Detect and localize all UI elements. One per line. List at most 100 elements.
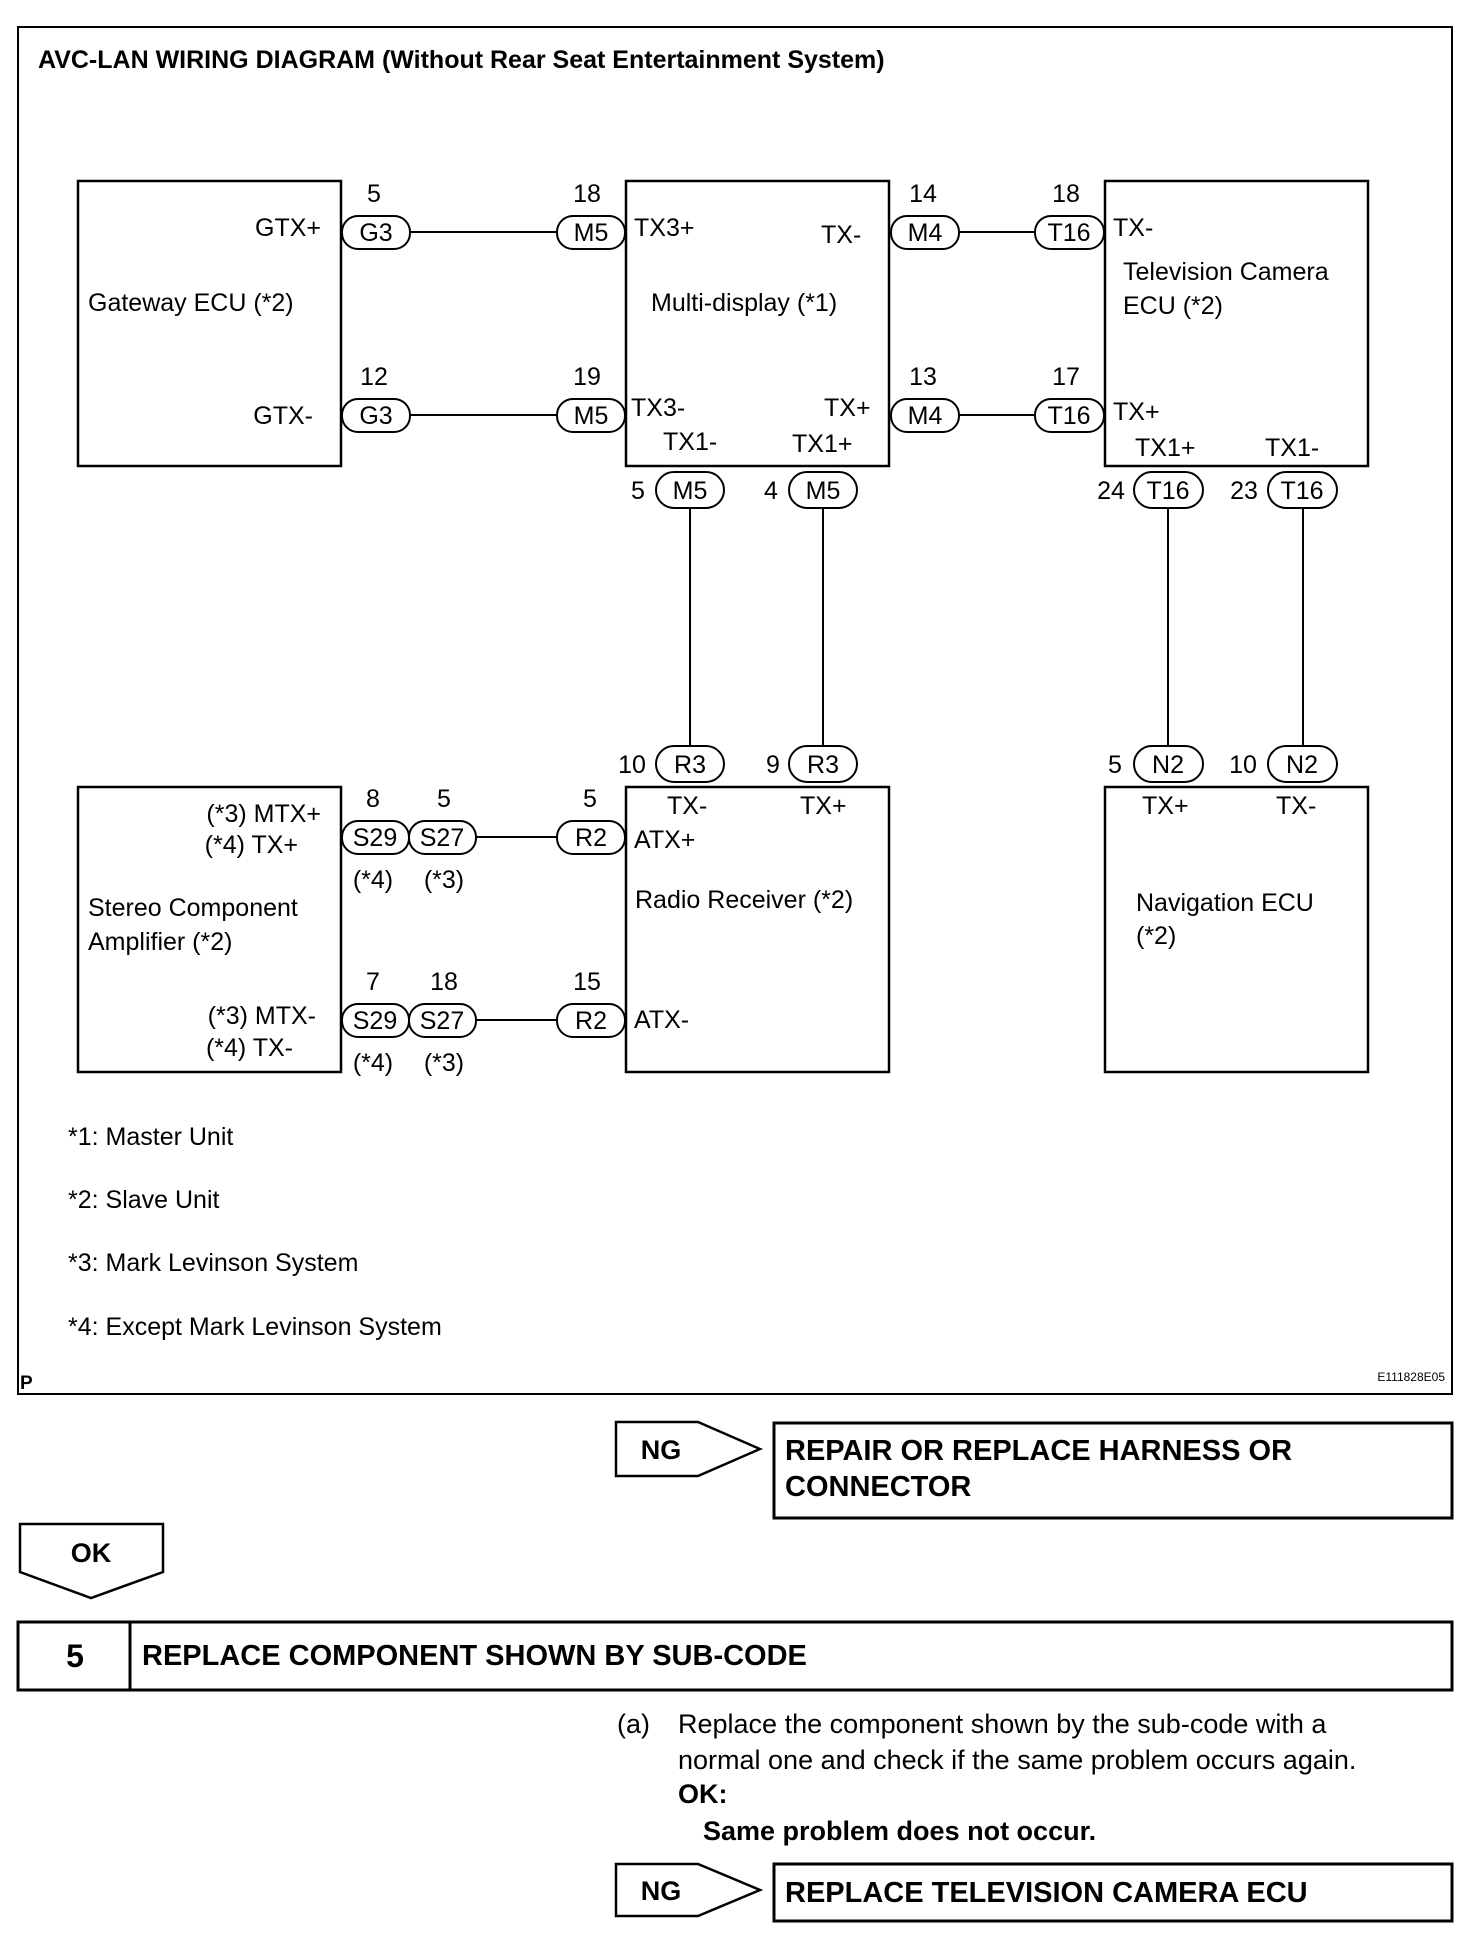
connector-code: N2 [1286,751,1318,779]
step-number: 5 [66,1638,84,1674]
terminal-tv-tx-plus: TX+ [1113,398,1160,426]
connector-code: T16 [1146,477,1189,505]
ok-arrow [18,1522,165,1600]
pin-number: 5 [437,785,451,813]
connector-code: S29 [353,824,397,852]
connector-code: G3 [359,219,392,247]
item-text-line2: normal one and check if the same problem… [678,1745,1356,1775]
connector-n2-pin10: N2 10 [1229,745,1338,783]
diagram-notes: *1: Master Unit *2: Slave Unit *3: Mark … [68,1123,442,1341]
connector-code: S27 [420,1007,464,1035]
step-5: 5 REPLACE COMPONENT SHOWN BY SUB-CODE (a… [16,1620,1454,1846]
connector-code: T16 [1280,477,1323,505]
connector-code: G3 [359,402,392,430]
pin-number: 17 [1052,363,1080,391]
pin-number: 13 [909,363,937,391]
connector-r3-pin9: R3 9 [766,745,858,783]
navigation-label-line2: (*2) [1136,922,1176,950]
ok-condition: Same problem does not occur. [703,1816,1096,1846]
terminal-tx3-plus: TX3+ [634,214,694,242]
terminal-amp-mtx-minus: (*3) MTX- [208,1002,316,1030]
connector-note: (*4) [353,866,393,894]
note-master-unit: *1: Master Unit [68,1123,233,1151]
pin-number: 5 [367,180,381,208]
multi-display-box [624,179,891,468]
ok-heading: OK: [678,1779,728,1809]
ng-label-1: NG [641,1435,682,1465]
connector-r2-pin5: R2 5 [556,785,626,855]
terminal-labels: GTX+ GTX- TX3+ TX3- TX- TX+ TX1- TX1+ TX… [205,214,1320,1062]
navigation-ecu-box [1103,785,1370,1074]
connector-code: M5 [806,477,841,505]
amplifier-label-line1: Stereo Component [88,894,298,922]
pin-number: 18 [573,180,601,208]
connector-code: M5 [574,219,609,247]
pin-number: 5 [583,785,597,813]
diagram-title: AVC-LAN WIRING DIAGRAM (Without Rear Sea… [38,46,885,74]
replace-box [772,1862,1454,1923]
connector-note: (*4) [353,1049,393,1077]
terminal-tx3-minus: TX3- [631,394,685,422]
ng-branch-2: NG REPLACE TELEVISION CAMERA ECU [614,1862,1454,1923]
repair-text-line1: REPAIR OR REPLACE HARNESS OR [785,1435,1292,1467]
terminal-md-tx-minus: TX- [821,221,861,249]
terminal-md-tx1-plus: TX1+ [792,430,852,458]
pin-number: 23 [1230,477,1258,505]
ng-branch-1: NG REPAIR OR REPLACE HARNESS OR CONNECTO… [614,1420,1454,1520]
step-header [16,1620,1454,1692]
connector-note: (*3) [424,1049,464,1077]
connector-code: M4 [908,402,943,430]
amplifier-label-line2: Amplifier (*2) [88,928,232,956]
ng-label-2: NG [641,1876,682,1906]
terminal-radio-tx-plus: TX+ [800,792,847,820]
connector-m5-pin4: M5 4 [764,471,858,509]
pin-number: 5 [1108,751,1122,779]
connector-m4-pin14: M4 14 [890,180,960,250]
connector-m4-pin13: M4 13 [890,363,960,433]
connector-m5-pin18: M5 18 [556,180,626,250]
connector-n2-pin5: N2 5 [1108,745,1204,783]
figure-id: E111828E05 [1377,1370,1445,1384]
connector-r3-pin10: R3 10 [618,745,725,783]
note-mark-levinson: *3: Mark Levinson System [68,1249,358,1277]
navigation-label-line1: Navigation ECU [1136,889,1314,917]
connectors: G3 5 G3 12 M5 18 M5 19 [341,180,1338,1077]
pin-number: 14 [909,180,937,208]
connector-code: R3 [807,751,839,779]
connector-t16-pin18: T16 18 [1034,180,1105,250]
pin-number: 5 [631,477,645,505]
connector-g3-pin12: G3 12 [341,363,411,433]
connector-t16-pin23: T16 23 [1230,471,1338,509]
pin-number: 10 [618,751,646,779]
connector-t16-pin24: T16 24 [1097,471,1204,509]
connector-s27-pin18: S27 18 (*3) [408,968,477,1077]
terminal-nav-tx-minus: TX- [1276,792,1316,820]
terminal-nav-tx-plus: TX+ [1142,792,1189,820]
terminal-tv-tx1-plus: TX1+ [1135,434,1195,462]
terminal-amp-tx-minus: (*4) TX- [206,1034,293,1062]
multi-display-label: Multi-display (*1) [651,289,837,317]
repair-text-line2: CONNECTOR [785,1471,971,1503]
gateway-ecu-box [76,179,343,468]
ng-arrow-1 [614,1420,764,1478]
terminal-gtx-minus: GTX- [253,402,313,430]
connector-code: R2 [575,1007,607,1035]
terminal-tv-tx-minus: TX- [1113,214,1153,242]
connector-s27-pin5: S27 5 (*3) [408,785,477,894]
connector-s29-pin8: S29 8 (*4) [341,785,410,894]
tv-camera-label-line1: Television Camera [1123,258,1329,286]
corner-code: P [20,1373,33,1394]
pin-number: 7 [366,968,380,996]
terminal-radio-tx-minus: TX- [667,792,707,820]
pin-number: 9 [766,751,780,779]
connector-code: M5 [673,477,708,505]
connector-r2-pin15: R2 15 [556,968,626,1038]
radio-receiver-box [624,785,891,1074]
terminal-gtx-plus: GTX+ [255,214,321,242]
diagram-frame [17,26,1453,1395]
ok-branch: OK [18,1522,165,1600]
wires [410,231,1304,1021]
connector-code: M4 [908,219,943,247]
step-title: REPLACE COMPONENT SHOWN BY SUB-CODE [142,1640,807,1672]
